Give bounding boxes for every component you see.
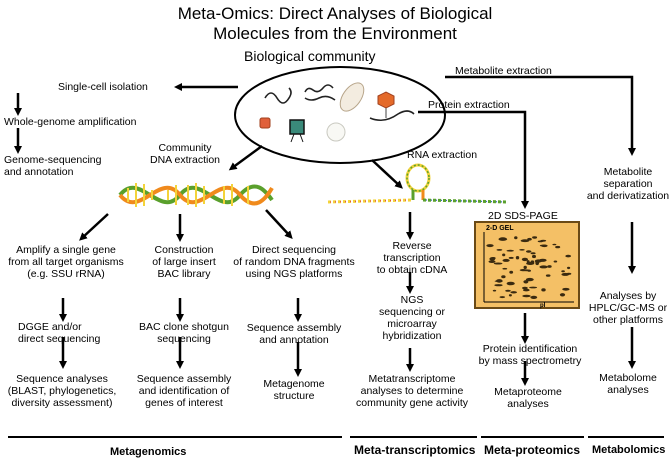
- diagram-title: Meta-Omics: Direct Analyses of Biologica…: [177, 4, 493, 43]
- community-label: Biological community: [244, 48, 376, 64]
- rna-hairpin-graphic: [327, 163, 509, 204]
- gel-spot: [522, 294, 531, 298]
- gel-spot: [522, 286, 528, 290]
- gel-spot: [505, 289, 511, 292]
- gel-spot: [500, 237, 504, 240]
- gel-spot: [532, 254, 536, 259]
- gel-spot: [523, 288, 530, 292]
- gel-spot: [522, 269, 531, 272]
- gel-spot: [492, 289, 497, 292]
- gel-spot: [545, 274, 551, 277]
- gel-spot: [506, 281, 515, 286]
- gel-axis-label: pI: [540, 303, 546, 309]
- gel-spot: [523, 265, 527, 270]
- gel-spot: [530, 295, 538, 299]
- gel-spot: [523, 280, 529, 284]
- gel-spot: [526, 262, 535, 265]
- gel-spot: [565, 254, 571, 258]
- gel-spot: [566, 272, 572, 275]
- gel-spot: [519, 249, 525, 251]
- gel-spot: [529, 286, 538, 289]
- gel-spot: [521, 257, 529, 262]
- single-cell-isolation-label: Single-cell isolation: [58, 81, 148, 93]
- rna-extraction-label: RNA extraction: [407, 149, 478, 161]
- community-dna-extraction-label: Community DNA extraction: [149, 142, 221, 166]
- sds-page-gel: [474, 221, 580, 309]
- gel-spot: [525, 277, 534, 282]
- gel-spot: [553, 260, 558, 263]
- gel-spot: [506, 249, 514, 252]
- gel-spot: [502, 253, 506, 257]
- gel-spot: [567, 266, 571, 270]
- whole-genome-amplification-label: Whole-genome amplification: [4, 116, 137, 128]
- gel-spot: [532, 236, 538, 239]
- gel-spot: [494, 284, 503, 287]
- gel-spot: [489, 257, 496, 261]
- protein-extraction-label: Protein extraction: [428, 99, 510, 111]
- gel-spot: [539, 258, 547, 262]
- gel-spot: [552, 243, 557, 246]
- gel-spot: [496, 279, 503, 283]
- gel-spot: [526, 250, 532, 253]
- gel-spot: [488, 260, 496, 263]
- gel-spot: [502, 258, 510, 262]
- gel-spot: [559, 293, 566, 297]
- dna-helix-graphic: [118, 183, 274, 207]
- gel-spot: [520, 239, 530, 243]
- gel-spot: [561, 270, 565, 273]
- community-ellipse: [234, 66, 446, 164]
- sds-page-label: 2D SDS-PAGE: [488, 210, 558, 222]
- genome-sequencing-label: Genome-sequencing and annotation: [4, 154, 102, 178]
- gel-spot: [496, 249, 503, 251]
- gel-spot: [486, 244, 494, 248]
- gel-spot: [501, 275, 506, 279]
- gel-spot: [539, 244, 547, 247]
- section-metagenomics: Metagenomics: [110, 446, 187, 458]
- gel-spot: [539, 265, 548, 269]
- gel-spot: [493, 262, 503, 265]
- gel-spot: [547, 265, 552, 268]
- gel-spot: [535, 261, 539, 266]
- top-arrows: [14, 75, 636, 209]
- gel-spot: [555, 245, 561, 249]
- section-metabolomics: Metabolomics: [592, 444, 666, 456]
- gel-spot: [508, 294, 512, 297]
- genomics-arrows: [59, 209, 302, 377]
- gel-spot: [510, 291, 517, 294]
- gel-spot: [499, 296, 506, 299]
- gel-spot: [541, 288, 546, 292]
- gel-spot: [515, 256, 520, 260]
- gel-spot: [502, 267, 508, 270]
- gel-spot: [537, 240, 544, 243]
- gel-spot: [509, 270, 514, 274]
- gel-spot: [530, 252, 536, 255]
- metabolite-extraction-label: Metabolite extraction: [455, 65, 552, 77]
- microbe-icons: [259, 82, 415, 143]
- gel-corner-label: 2-D GEL: [486, 225, 514, 232]
- gel-spot: [514, 236, 518, 240]
- section-metatranscriptomics: Meta-transcriptomics: [354, 443, 476, 457]
- gel-spot: [508, 256, 514, 259]
- genomics-col1-step3: Sequence analyses(BLAST, phylogenetics,d…: [7, 373, 117, 409]
- section-metaproteomics: Meta-proteomics: [484, 443, 581, 457]
- gel-spot: [562, 287, 570, 291]
